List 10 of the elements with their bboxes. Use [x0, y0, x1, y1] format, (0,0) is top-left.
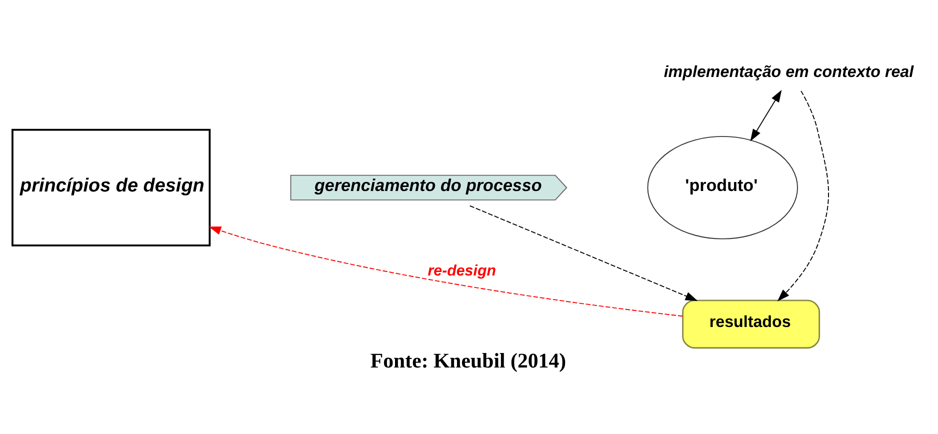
arrow — [750, 89, 782, 141]
arrow — [469, 204, 698, 300]
caption: Fonte: Kneubil (2014) — [370, 348, 566, 372]
node-text: implementação em contexto real — [664, 62, 914, 80]
edge-label: re-design — [428, 262, 496, 280]
node-box: resultados — [682, 299, 820, 348]
node-ellipse: 'produto' — [647, 135, 798, 239]
arrow — [208, 226, 684, 316]
node-box: princípios de design — [12, 128, 211, 246]
arrow — [777, 90, 829, 301]
